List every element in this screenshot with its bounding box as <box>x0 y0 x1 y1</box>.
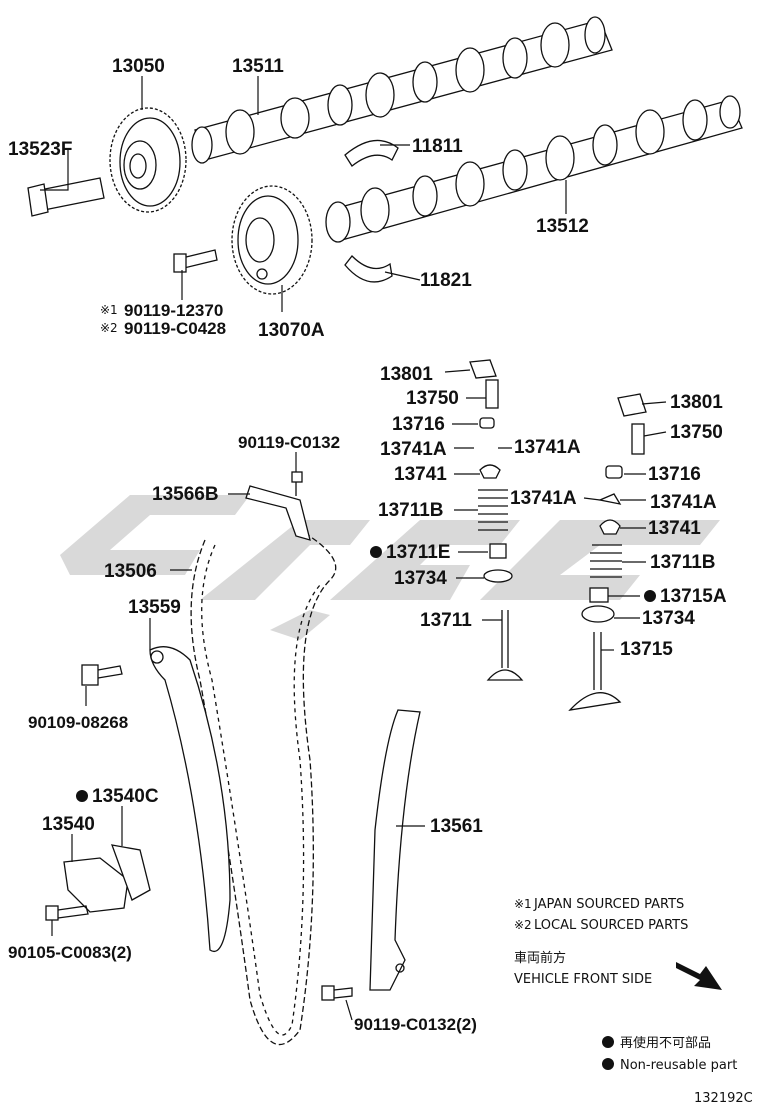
front-arrow-icon <box>676 962 722 990</box>
label-13741A-left1: 13741A <box>380 439 447 460</box>
tensioner-arm-13559 <box>149 646 231 953</box>
label-13523F: 13523F <box>8 139 72 160</box>
front-en: VEHICLE FRONT SIDE <box>514 972 652 987</box>
label-13734-left: 13734 <box>394 568 447 589</box>
label-13566B: 13566B <box>152 484 219 505</box>
label-13512: 13512 <box>536 216 589 237</box>
label-90119-C0428: 90119-C0428 <box>124 319 226 338</box>
nonreusable-dot-13540C <box>76 790 88 802</box>
label-13715A: 13715A <box>660 586 727 607</box>
notes-block: ※1 JAPAN SOURCED PARTS ※2 LOCAL SOURCED … <box>514 897 753 1106</box>
label-13741-left: 13741 <box>394 464 447 485</box>
label-11821: 11821 <box>420 270 472 291</box>
legend-dot-jp <box>602 1036 614 1048</box>
bolt-90105-C0083 <box>45 905 89 921</box>
label-13741A-right2: 13741A <box>650 492 717 513</box>
nonreusable-dot-13711E <box>370 546 382 558</box>
chain-guide-13561 <box>369 709 421 991</box>
label-13711B-left: 13711B <box>378 500 444 521</box>
note1-text: JAPAN SOURCED PARTS <box>533 897 684 912</box>
bolt-90119-12370 <box>173 249 218 273</box>
label-13711E: 13711E <box>386 542 450 563</box>
mark-1: ※1 <box>100 303 118 317</box>
sprocket-13050 <box>109 107 187 213</box>
legend-dot-en <box>602 1058 614 1070</box>
label-90109-08268: 90109-08268 <box>28 713 128 732</box>
label-13511: 13511 <box>232 56 284 77</box>
label-90119-C0132-2: 90119-C0132(2) <box>354 1015 477 1034</box>
chain-guide-13566B <box>245 485 311 541</box>
mark-2: ※2 <box>100 321 118 335</box>
legend-jp: 再使用不可部品 <box>620 1035 711 1051</box>
label-13715: 13715 <box>620 639 673 660</box>
bolt-13523F <box>27 177 105 217</box>
label-13741A-right1: 13741A <box>514 437 581 458</box>
label-90119-12370: 90119-12370 <box>124 301 223 320</box>
sprocket-13070A <box>231 185 313 295</box>
tensioner-13540 <box>63 844 151 913</box>
watermark-logo <box>60 495 720 640</box>
label-13540: 13540 <box>42 814 95 835</box>
camshaft-13512 <box>325 95 743 243</box>
label-13559: 13559 <box>128 597 181 618</box>
label-13070A: 13070A <box>258 320 325 341</box>
label-13716-left: 13716 <box>392 414 445 435</box>
valve-train-left <box>469 359 524 681</box>
label-90105-C0083: 90105-C0083(2) <box>8 943 132 962</box>
label-11811: 11811 <box>412 136 463 157</box>
bolt-90109-08268 <box>81 664 123 686</box>
label-13801-left: 13801 <box>380 364 433 385</box>
label-90119-C0132: 90119-C0132 <box>238 433 340 452</box>
bolt-90119-C0132-lower <box>321 985 353 1001</box>
legend-en: Non-reusable part <box>620 1058 737 1073</box>
label-13734-right: 13734 <box>642 608 695 629</box>
camshaft-13511 <box>191 16 613 164</box>
leader-lines <box>40 76 667 1021</box>
label-13750-right: 13750 <box>670 422 723 443</box>
part-labels: 13050 13511 13523F 11811 13512 11821 130… <box>8 56 727 1034</box>
label-13540C: 13540C <box>92 786 159 807</box>
figure-id: 132192C <box>694 1091 753 1106</box>
label-13050: 13050 <box>112 56 165 77</box>
label-13716-right: 13716 <box>648 464 701 485</box>
label-13561: 13561 <box>430 816 483 837</box>
label-13750-left: 13750 <box>406 388 459 409</box>
label-13741-right: 13741 <box>648 518 701 539</box>
label-13801-right: 13801 <box>670 392 723 413</box>
note2-text: LOCAL SOURCED PARTS <box>534 918 688 933</box>
front-jp: 車両前方 <box>514 950 566 966</box>
valve-train-right <box>568 393 647 711</box>
label-13506: 13506 <box>104 561 157 582</box>
bearing-11811 <box>344 139 399 167</box>
nonreusable-dot-13715A <box>644 590 656 602</box>
label-13711: 13711 <box>420 610 472 631</box>
label-13741A-left2: 13741A <box>510 488 577 509</box>
note2-mark: ※2 <box>514 918 532 932</box>
label-13711B-right: 13711B <box>650 552 716 573</box>
bolt-90119-C0132-upper <box>291 471 303 496</box>
bearing-11821 <box>344 255 393 283</box>
timing-chain-13506 <box>190 529 337 1046</box>
note1-mark: ※1 <box>514 897 532 911</box>
